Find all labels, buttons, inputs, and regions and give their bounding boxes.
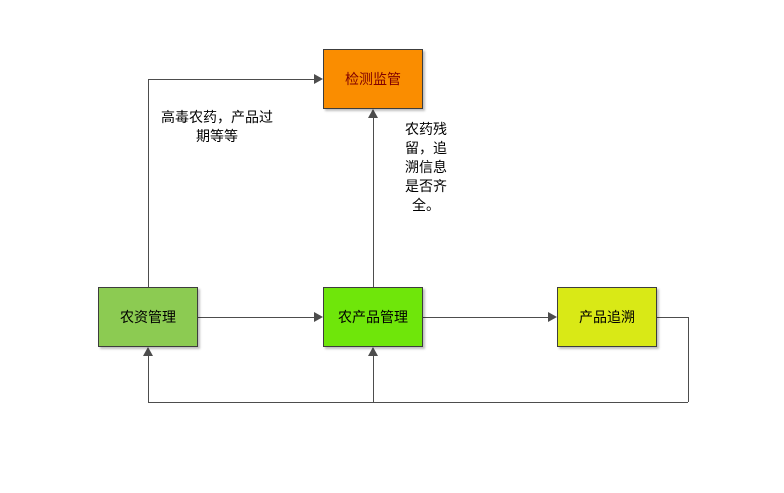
arrowhead-into-produce-bottom <box>368 347 378 356</box>
arrowhead-into-supply-bottom <box>143 347 153 356</box>
edge-trace-out-right <box>657 317 688 318</box>
edge-supply-detect-vertical <box>148 79 149 287</box>
edge-feedback-bottom <box>148 402 688 403</box>
edge-feedback-down <box>688 317 689 402</box>
arrowhead-into-produce-left <box>314 312 323 322</box>
node-supply-label: 农资管理 <box>120 310 176 326</box>
edge-produce-detect-vertical <box>373 118 374 287</box>
edge-produce-trace <box>423 317 548 318</box>
edge-supply-detect-horizontal <box>148 79 314 80</box>
node-agri-products-management: 农产品管理 <box>323 287 423 347</box>
edge-feedback-up-produce <box>373 356 374 402</box>
node-agri-materials-management: 农资管理 <box>98 287 198 347</box>
node-detect-label: 检测监管 <box>345 72 401 88</box>
annotation-pesticide-residue-trace-info: 农药残 留，追 溯信息 是否齐 全。 <box>405 122 447 214</box>
node-trace-label: 产品追溯 <box>579 310 635 326</box>
node-detect-supervision: 检测监管 <box>323 49 423 109</box>
arrowhead-into-trace-left <box>548 312 557 322</box>
edge-feedback-up-supply <box>148 356 149 402</box>
edge-supply-produce <box>198 317 314 318</box>
node-produce-label: 农产品管理 <box>338 310 408 326</box>
arrowhead-into-detect-left <box>314 74 323 84</box>
arrowhead-into-detect-bottom <box>368 109 378 118</box>
annotation-toxic-pesticide-expired: 高毒农药，产品过 期等等 <box>161 110 273 145</box>
node-product-traceability: 产品追溯 <box>557 287 657 347</box>
